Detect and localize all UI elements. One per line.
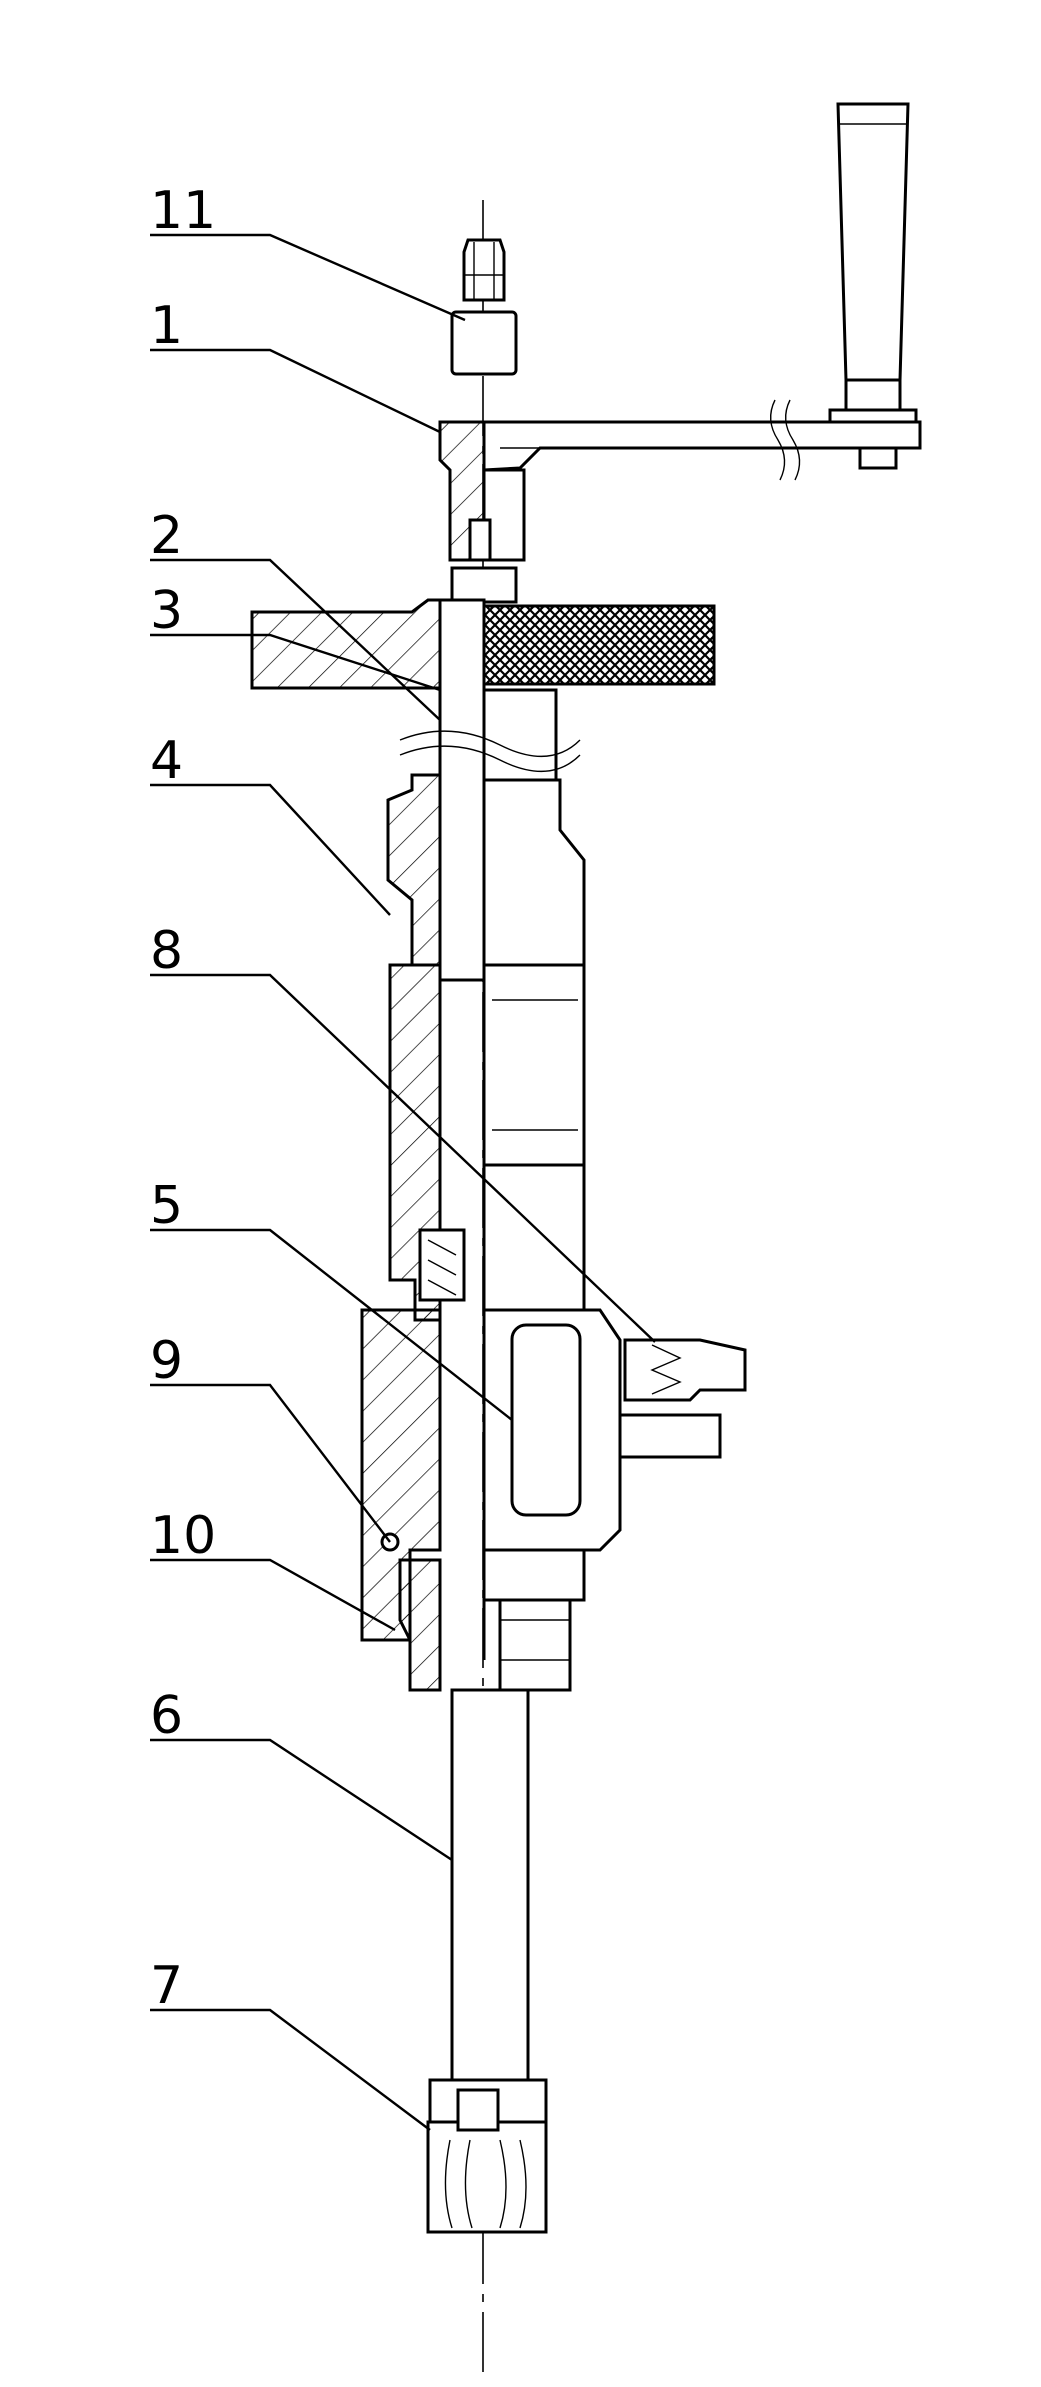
spring-detail: [418, 1228, 466, 1302]
part-4-housing: [386, 688, 586, 1322]
part-5-body: [360, 1308, 622, 1692]
label-6: 6: [150, 1686, 183, 1746]
label-5: 5: [150, 1176, 183, 1236]
part-3-spindle: [438, 598, 486, 1660]
label-10: 10: [150, 1506, 216, 1566]
part-8-trigger: [618, 1338, 747, 1459]
label-9: 9: [150, 1331, 183, 1391]
label-4: 4: [150, 731, 183, 791]
leader-lines: [150, 233, 656, 2131]
label-3: 3: [150, 581, 183, 641]
label-8: 8: [150, 921, 183, 981]
part-6-shaft: [450, 1688, 530, 2082]
part-10-collar: [398, 1558, 442, 1692]
label-2: 2: [150, 506, 183, 566]
label-11: 11: [150, 181, 216, 241]
label-7: 7: [150, 1956, 183, 2016]
label-1: 1: [150, 296, 183, 356]
part-7-cutter: [426, 2078, 548, 2234]
part-1-crank: [438, 102, 922, 562]
part-11-socket: [450, 238, 518, 376]
